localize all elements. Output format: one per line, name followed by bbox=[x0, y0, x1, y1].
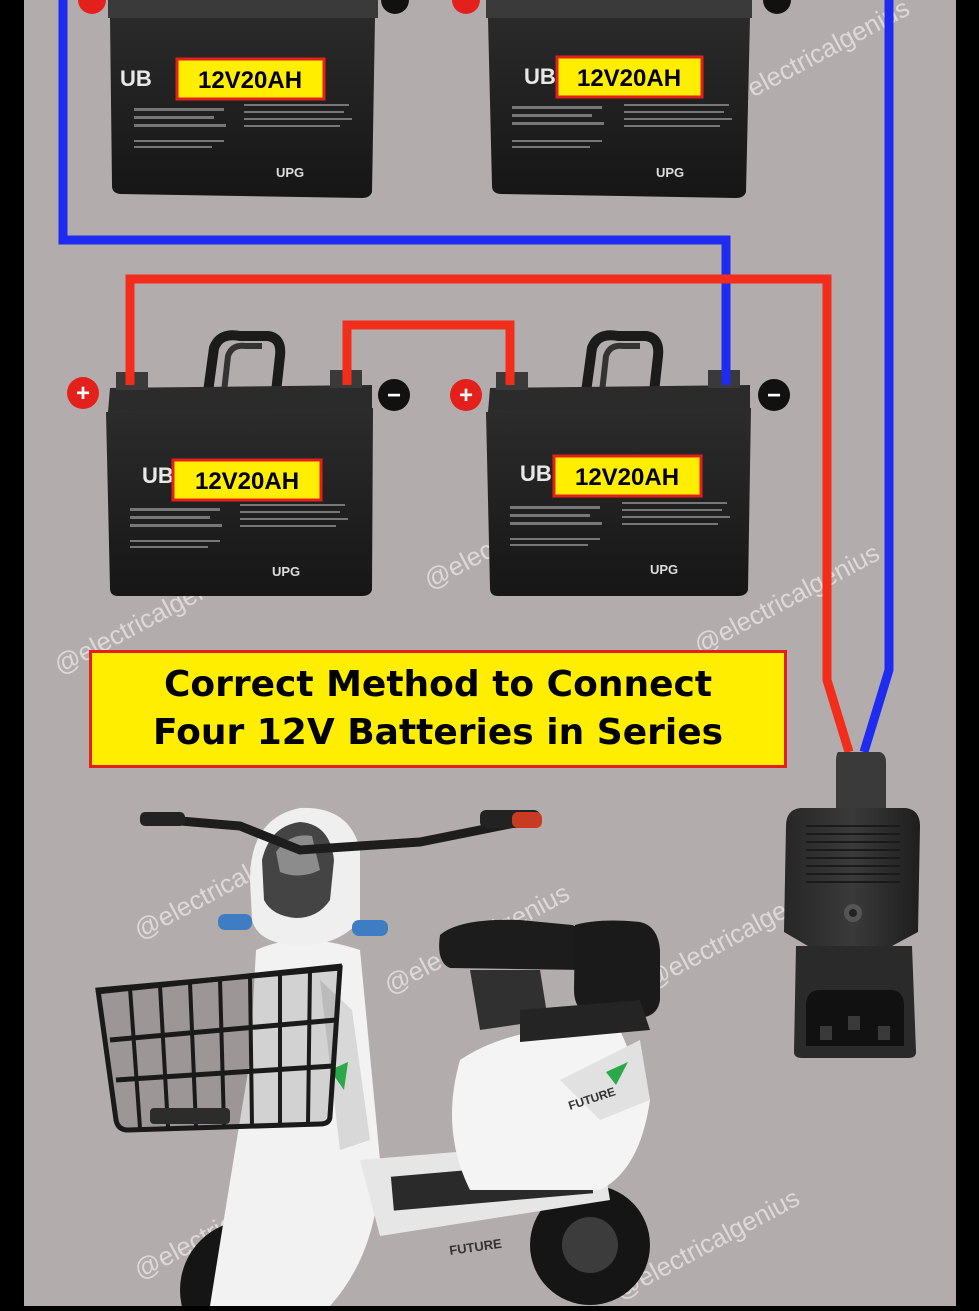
svg-text:+: + bbox=[459, 382, 473, 409]
positive-terminal-icon: + bbox=[450, 379, 482, 411]
battery-brand-prefix: UB bbox=[120, 66, 152, 91]
battery-voltage-label: 12V20AH bbox=[577, 65, 681, 92]
svg-text:−: − bbox=[387, 382, 401, 409]
positive-wire bbox=[342, 320, 515, 385]
negative-terminal-icon: − bbox=[758, 379, 790, 411]
battery-brand-prefix: UB bbox=[142, 463, 174, 488]
battery-maker: UPG bbox=[656, 165, 684, 180]
battery-brand-prefix: UB bbox=[524, 64, 556, 89]
power-connector-icon bbox=[784, 752, 920, 1058]
battery-voltage-label-box bbox=[552, 454, 703, 498]
battery-brand-prefix: UB bbox=[520, 461, 552, 486]
battery-voltage-label-box bbox=[175, 57, 326, 101]
battery-bottom-left: UB 12V20AH UPG bbox=[106, 330, 373, 596]
positive-wire bbox=[125, 274, 854, 754]
negative-terminal-icon: − bbox=[378, 379, 410, 411]
title-line-2: Four 12V Batteries in Series bbox=[152, 712, 724, 753]
negative-wire bbox=[58, 0, 731, 385]
battery-voltage-label-box bbox=[555, 55, 704, 99]
svg-text:+: + bbox=[76, 380, 90, 407]
battery-voltage-label: 12V20AH bbox=[575, 464, 679, 491]
negative-wire bbox=[859, 0, 894, 754]
battery-bottom-right: UB 12V20AH UPG bbox=[486, 330, 751, 596]
battery-voltage-label: 12V20AH bbox=[198, 67, 302, 94]
battery-maker: UPG bbox=[650, 562, 678, 577]
battery-top-right: UB 12V20AH UPG bbox=[452, 0, 791, 198]
title-banner: Correct Method to Connect Four 12V Batte… bbox=[89, 650, 787, 768]
battery-maker: UPG bbox=[272, 564, 300, 579]
battery-voltage-label-box bbox=[171, 458, 323, 502]
battery-top-left: UB 12V20AH UPG bbox=[78, 0, 409, 198]
battery-voltage-label: 12V20AH bbox=[195, 468, 299, 495]
svg-text:−: − bbox=[767, 382, 781, 409]
scooter-brand: FUTURE bbox=[448, 1236, 503, 1258]
title-line-1: Correct Method to Connect bbox=[163, 664, 713, 705]
electric-scooter-illustration: FUTURE FUTURE bbox=[95, 807, 660, 1311]
battery-maker: UPG bbox=[276, 165, 304, 180]
positive-terminal-icon: + bbox=[67, 377, 99, 409]
